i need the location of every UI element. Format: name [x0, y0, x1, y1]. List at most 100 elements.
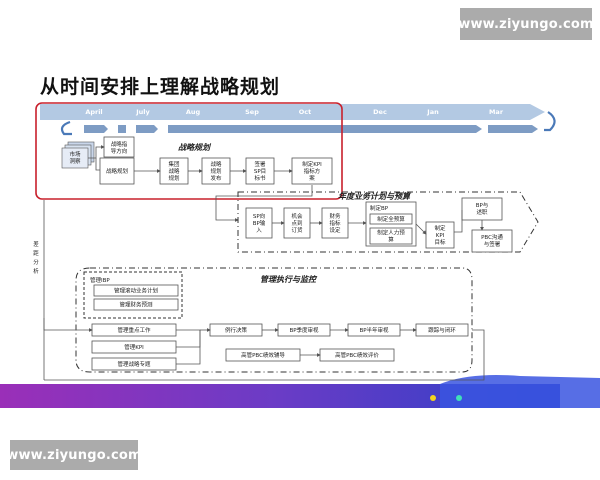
gap-analysis-char: 距 — [33, 250, 39, 257]
pbc-line: PBC沟通 — [481, 233, 503, 241]
timeline-arrow-1 — [84, 125, 108, 133]
s3-ibp-1-text: 管理财务预测 — [119, 301, 153, 309]
kpi-target-box — [425, 221, 455, 249]
loop-arrow-left — [60, 120, 72, 136]
section3-frame — [75, 267, 473, 373]
s3-merge — [176, 329, 201, 348]
s3-bottom-0-text: 高管PBC绩效辅导 — [241, 351, 285, 359]
s1-step-2-text: 规划 — [210, 167, 221, 175]
section1-header: 战略规划 — [178, 143, 212, 152]
s3-bottom-1-text: 高管PBC绩效评价 — [335, 351, 379, 359]
s1-step-1-text: 战略 — [168, 167, 180, 175]
s2-step-1-box — [283, 207, 311, 239]
month-label: Aug — [186, 108, 201, 116]
s3-flow-1-text: BP季度审视 — [289, 326, 319, 334]
s3-merge-2 — [176, 330, 201, 365]
strategy-direction-line: 战略指 — [111, 140, 128, 148]
kpi-target-line: 制定 — [434, 224, 446, 232]
bottom-band — [0, 384, 560, 408]
s1-step-3-text: 标书 — [254, 174, 266, 182]
pbc-box — [471, 229, 513, 253]
kpi-target-line: 目标 — [434, 238, 446, 246]
s2-step-1-text: 点到 — [291, 220, 302, 227]
s1-connector — [88, 145, 105, 159]
month-label: Oct — [299, 108, 312, 116]
s2-group-0-text: 制定全预算 — [377, 215, 405, 223]
s1-step-3-text: SP目 — [254, 168, 266, 175]
s3-ibp-0-box — [93, 284, 179, 297]
watermark-top: www.ziyungo.com — [458, 8, 594, 40]
yellow-dot — [430, 395, 436, 401]
s2-group-0-box — [369, 213, 413, 225]
s1-step-3-text: 签署 — [254, 160, 266, 168]
pbc-line: 与签署 — [484, 240, 501, 248]
ibp-group — [83, 271, 183, 319]
review-flow: 例行决策 BP季度审视 BP半年审视 跟踪与闭环 — [209, 323, 469, 337]
s1-step-2-text: 发布 — [210, 174, 222, 182]
s2-step-0-box — [245, 207, 273, 239]
s2-group-1-text: 制定人力预 — [377, 229, 405, 237]
feedback-loop — [44, 329, 485, 381]
month-label: Jan — [426, 108, 439, 116]
timeline-arrow-4 — [168, 125, 482, 133]
s3-ibp-0-text: 管理滚动业务计划 — [114, 287, 158, 295]
s1-step-1-text: 规划 — [168, 174, 179, 182]
s3-flow-3-text: 跟踪与闭环 — [428, 326, 456, 334]
s1-step-0-box — [99, 157, 135, 185]
section3-header: 管理执行与监控 — [260, 275, 318, 284]
s2-group-1-text: 算 — [388, 236, 394, 244]
gap-analysis-char: 析 — [33, 267, 39, 275]
loop-arrow-right — [544, 111, 556, 132]
s2-step-2-text: 设定 — [329, 226, 341, 234]
s2-step-2-text: 指标 — [329, 219, 341, 227]
kpi-target-line: KPI — [436, 233, 445, 239]
s3-left-0-text: 管理重点工作 — [117, 326, 151, 334]
s1-step-4-text: 指标方 — [304, 167, 321, 175]
market-insight-text: 洞察 — [69, 157, 81, 165]
bp-report-line: BP与 — [476, 201, 489, 209]
month-label: April — [85, 108, 102, 116]
s3-ibp-1-box — [93, 298, 179, 311]
s1-step-0-text: 战略规划 — [106, 167, 128, 175]
strategy-direction-line: 导方向 — [111, 147, 128, 155]
section2-frame — [237, 191, 539, 253]
s2-conn-b — [454, 210, 463, 233]
s3-flow-2-text: BP半年审视 — [359, 326, 389, 334]
s3-flow-0-text: 例行决策 — [225, 326, 248, 334]
band-right-curve — [440, 375, 600, 408]
month-label: Sep — [245, 108, 259, 116]
s2-step-0-text: 入 — [256, 228, 262, 234]
timeline-arrow-3 — [136, 125, 158, 133]
s1-step-4-text: 制定KPI — [302, 160, 322, 168]
pbc-flow: 高管PBC绩效辅导 高管PBC绩效评价 — [225, 348, 395, 362]
market-box — [61, 147, 89, 169]
bp-report-line: 述职 — [476, 208, 488, 216]
s2-step-2-text: 财务 — [329, 212, 341, 220]
month-label: Dec — [373, 108, 387, 116]
highlight-frame — [35, 102, 343, 200]
s1-step-3-box — [245, 157, 275, 185]
timeline-arrow-2 — [118, 125, 126, 133]
s2-group-1-box — [369, 227, 413, 245]
s1-step-1-text: 集团 — [168, 160, 180, 168]
ibp-title: 管理IBP — [90, 276, 110, 284]
watermark-bottom: www.ziyungo.com — [6, 440, 142, 470]
page-title: 从时间安排上理解战略规划 — [40, 76, 281, 98]
section2-header: 年度业务计划与预算 — [338, 192, 412, 201]
s3-side-in — [43, 318, 93, 332]
s2-conn-a — [415, 223, 427, 235]
gap-analysis-char: 分 — [33, 258, 39, 266]
s1-step-4-box — [291, 157, 333, 185]
s2-step-0-text: BP输 — [253, 219, 266, 227]
bp-report-box — [461, 197, 503, 221]
